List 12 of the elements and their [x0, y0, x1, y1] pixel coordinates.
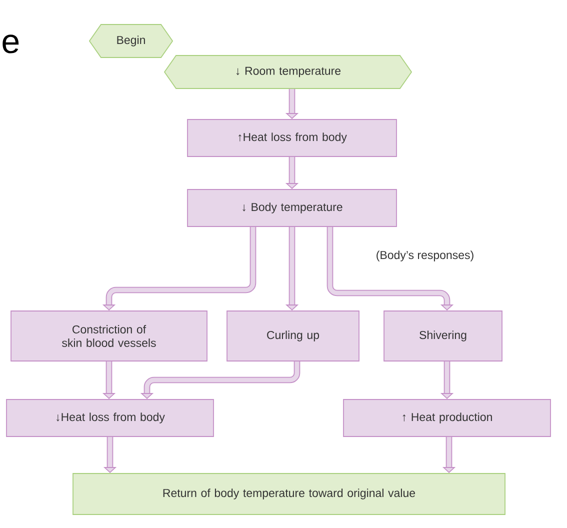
process-box: ↓ Body temperature — [187, 189, 397, 227]
hexagon-node: Begin — [88, 24, 174, 58]
process-box: ↑ Heat production — [343, 399, 551, 437]
result-box: Return of body temperature toward original value — [72, 473, 506, 515]
process-box: Constriction of skin blood vessels — [10, 310, 208, 362]
slide-text-fragment: e — [2, 34, 19, 54]
process-box: Shivering — [384, 310, 502, 362]
process-box: ↓Heat loss from body — [6, 399, 214, 437]
process-box: ↑Heat loss from body — [187, 119, 397, 157]
hexagon-node: ↓ Room temperature — [164, 55, 412, 89]
note-text: (Body’s responses) — [376, 250, 474, 262]
process-box: Curling up — [226, 310, 360, 362]
